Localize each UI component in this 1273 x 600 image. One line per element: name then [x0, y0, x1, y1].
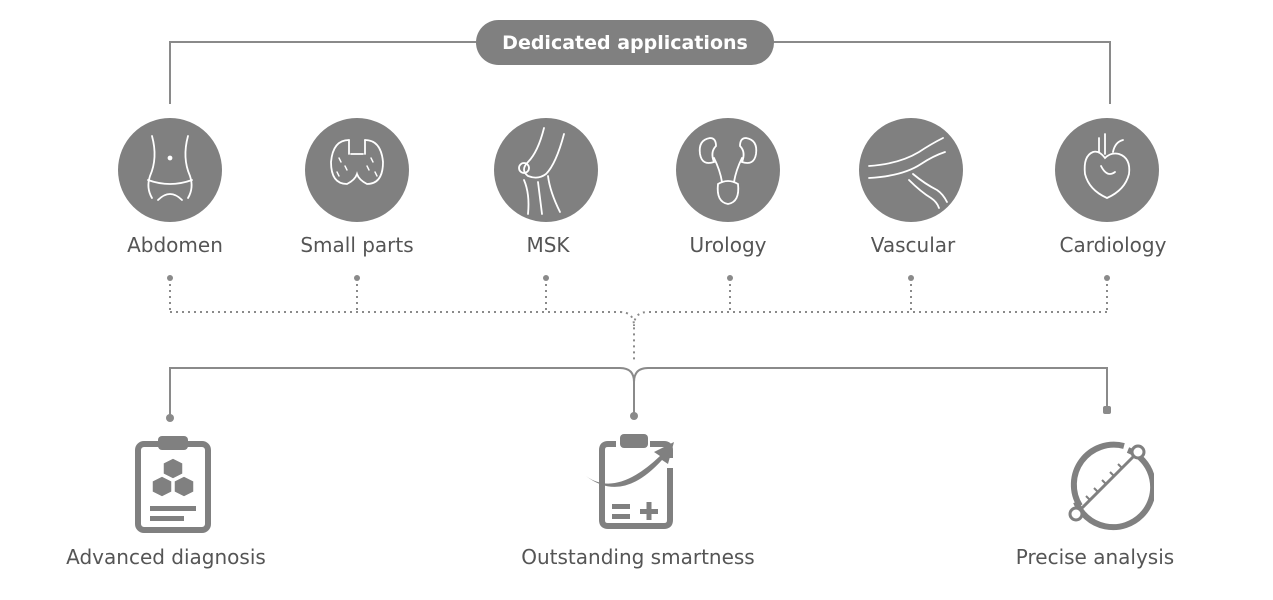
app-label-vascular: Vascular	[870, 233, 956, 257]
bottom-bracket-line	[169, 367, 1108, 418]
top-bracket-line	[169, 41, 1111, 104]
clipboard-cubes-icon	[135, 436, 211, 533]
feature-label-outstanding-smartness: Outstanding smartness	[521, 545, 755, 569]
feature-label-precise-analysis: Precise analysis	[1015, 545, 1175, 569]
dedicated-applications-header: Dedicated applications	[476, 20, 774, 65]
app-label-cardiology: Cardiology	[1059, 233, 1167, 257]
thyroid-icon	[305, 118, 409, 222]
knee-joint-icon	[494, 118, 598, 222]
app-label-small-parts: Small parts	[300, 233, 414, 257]
abdomen-icon	[118, 118, 222, 222]
dotted-connectors	[169, 278, 1108, 360]
kidneys-bladder-icon	[676, 118, 780, 222]
app-label-abdomen: Abdomen	[127, 233, 223, 257]
measurement-caliper-icon	[1068, 441, 1154, 531]
blood-vessel-icon	[859, 118, 963, 222]
feature-label-advanced-diagnosis: Advanced diagnosis	[66, 545, 266, 569]
heart-icon	[1055, 118, 1159, 222]
clipboard-arrow-icon	[586, 434, 674, 529]
app-label-msk: MSK	[526, 233, 570, 257]
app-label-urology: Urology	[689, 233, 767, 257]
